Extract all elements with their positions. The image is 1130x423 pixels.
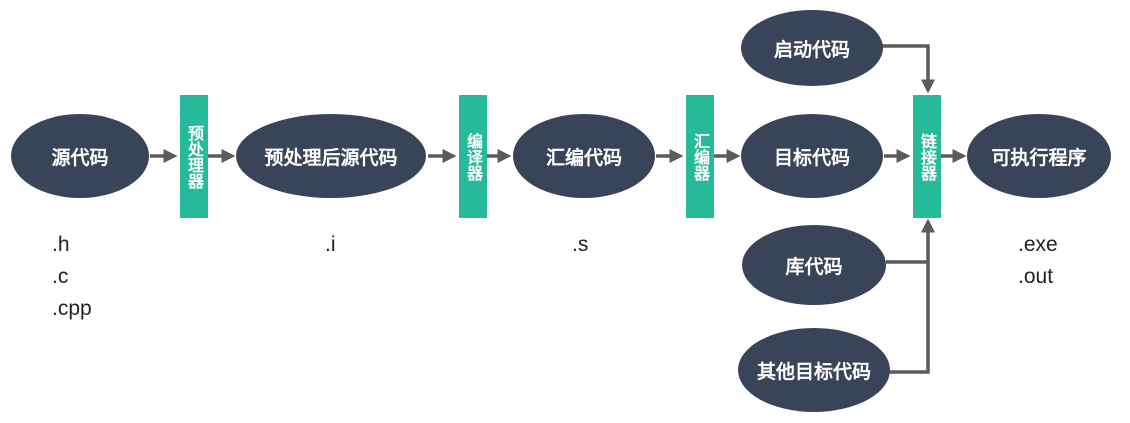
node-source-label: 源代码 [51, 146, 109, 169]
ext-preprocessed: .i [325, 233, 336, 256]
box-preprocessor-label: 预处理器 [185, 124, 204, 189]
node-preprocessed-label: 预处理后源代码 [264, 146, 398, 169]
box-compiler-label: 编译器 [464, 132, 483, 181]
box-linker-label: 链接器 [918, 132, 937, 181]
node-preprocessed [236, 114, 426, 198]
node-other-object-label: 其他目标代码 [756, 360, 871, 383]
ext-source: .h .c .cpp [52, 233, 92, 320]
box-assembler-label: 汇编器 [691, 132, 710, 181]
node-library [742, 225, 886, 305]
node-assembly-label: 汇编代码 [545, 146, 622, 169]
box-assembler [686, 95, 714, 218]
arrow-library-to-linker [886, 218, 935, 264]
ext-executable: .exe .out [1018, 233, 1058, 288]
ext-assembly: .s [572, 233, 589, 256]
node-executable-label: 可执行程序 [991, 146, 1087, 169]
box-compiler [459, 95, 487, 218]
node-library-label: 库代码 [785, 255, 843, 278]
node-executable [967, 114, 1111, 198]
box-linker [913, 95, 941, 218]
node-object-label: 目标代码 [773, 146, 850, 169]
node-startup-label: 启动代码 [773, 38, 850, 61]
node-startup [741, 10, 883, 86]
arrow-startup-to-linker [882, 44, 935, 94]
node-assembly [513, 114, 655, 198]
node-source [11, 114, 149, 198]
arrow-other-object-to-linker [888, 262, 930, 374]
node-object [741, 114, 883, 198]
box-preprocessor [180, 95, 208, 218]
node-other-object [738, 328, 890, 412]
